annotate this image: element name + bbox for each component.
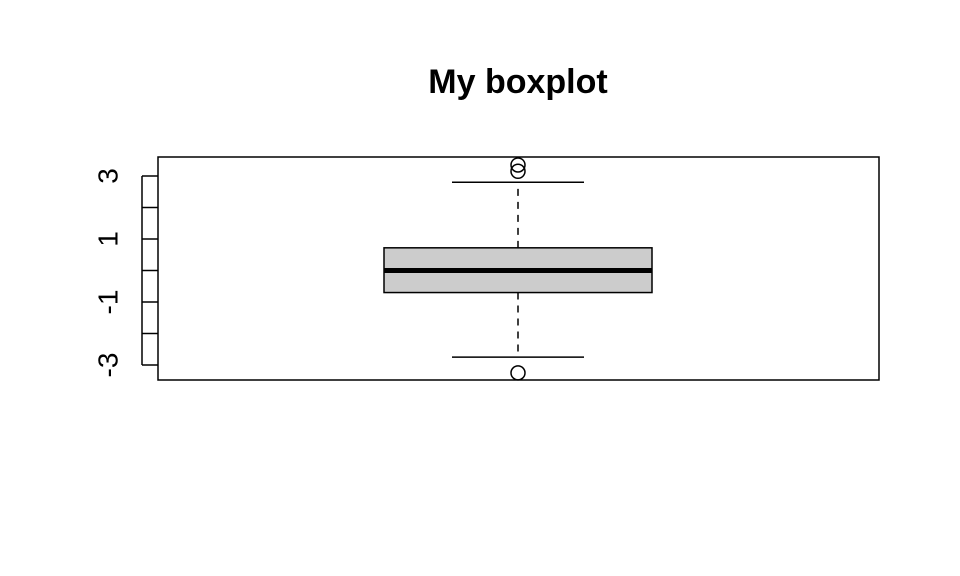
outlier-point — [510, 365, 526, 381]
y-tick-label: 1 — [93, 231, 124, 247]
y-tick-label: -1 — [93, 290, 124, 315]
outlier-point — [510, 157, 526, 173]
box-plot — [383, 157, 653, 381]
y-axis: -3 -1 1 3 — [93, 168, 158, 378]
y-tick-label: 3 — [93, 168, 124, 184]
y-tick-label: -3 — [93, 353, 124, 378]
outlier-point — [510, 163, 526, 180]
chart-title: My boxplot — [428, 63, 607, 101]
